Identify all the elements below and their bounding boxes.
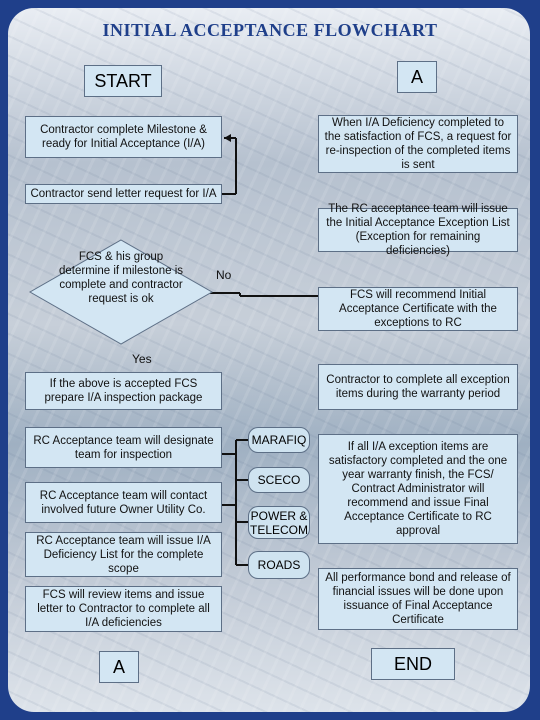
step-reinspection-request: When I/A Deficiency completed to the sat… bbox=[318, 115, 518, 173]
step-contact-utility: RC Acceptance team will contact involved… bbox=[25, 482, 222, 523]
connector-a-top: A bbox=[397, 61, 437, 93]
utility-power-telecom-label: POWER & TELECOM bbox=[249, 508, 308, 537]
step-designate-team: RC Acceptance team will designate team f… bbox=[25, 427, 222, 468]
utility-marafiq-label: MARAFIQ bbox=[251, 433, 307, 447]
decision-diamond bbox=[28, 239, 214, 345]
step-complete-exceptions-text: Contractor to complete all exception ite… bbox=[326, 374, 510, 400]
utility-marafiq: MARAFIQ bbox=[248, 427, 310, 453]
step-send-letter-text: Contractor send letter request for I/A bbox=[30, 188, 217, 200]
step-recommend-certificate-text: FCS will recommend Initial Acceptance Ce… bbox=[339, 289, 497, 329]
no-label: No bbox=[216, 268, 232, 282]
step-review-items-text: FCS will review items and issue letter t… bbox=[37, 589, 210, 629]
step-deficiency-list-text: RC Acceptance team will issue I/A Defici… bbox=[36, 534, 211, 575]
step-inspection-package-text: If the above is accepted FCS prepare I/A… bbox=[44, 378, 203, 404]
utility-roads-label: ROADS bbox=[257, 558, 301, 572]
start-terminal: START bbox=[84, 65, 162, 97]
utility-sceco: SCECO bbox=[248, 467, 310, 493]
end-terminal: END bbox=[371, 648, 455, 680]
step-exception-list: The RC acceptance team will issue the In… bbox=[318, 203, 518, 257]
step-send-letter: Contractor send letter request for I/A bbox=[25, 184, 222, 204]
step-final-acceptance: If all I/A exception items are satisfact… bbox=[318, 434, 518, 544]
connector-a-top-label: A bbox=[410, 66, 423, 87]
step-deficiency-list: RC Acceptance team will issue I/A Defici… bbox=[25, 532, 222, 577]
connector-a-bottom: A bbox=[99, 651, 139, 683]
step-milestone-complete: Contractor complete Milestone & ready fo… bbox=[25, 116, 222, 158]
step-performance-bond-text: All performance bond and release of fina… bbox=[325, 572, 511, 626]
step-exception-list-text: The RC acceptance team will issue the In… bbox=[326, 203, 510, 257]
utility-roads: ROADS bbox=[248, 551, 310, 579]
connector-a-bottom-label: A bbox=[112, 656, 125, 677]
step-contact-utility-text: RC Acceptance team will contact involved… bbox=[39, 489, 208, 516]
step-final-acceptance-text: If all I/A exception items are satisfact… bbox=[328, 441, 508, 537]
step-recommend-certificate: FCS will recommend Initial Acceptance Ce… bbox=[318, 287, 518, 331]
step-performance-bond: All performance bond and release of fina… bbox=[318, 568, 518, 630]
step-designate-team-text: RC Acceptance team will designate team f… bbox=[33, 434, 214, 461]
step-inspection-package: If the above is accepted FCS prepare I/A… bbox=[25, 372, 222, 410]
start-label: START bbox=[94, 70, 152, 91]
page-title: INITIAL ACCEPTANCE FLOWCHART bbox=[102, 20, 438, 40]
step-complete-exceptions: Contractor to complete all exception ite… bbox=[318, 364, 518, 410]
end-label: END bbox=[393, 653, 432, 674]
utility-power-telecom: POWER & TELECOM bbox=[248, 506, 310, 539]
step-review-items: FCS will review items and issue letter t… bbox=[25, 586, 222, 632]
step-reinspection-request-text: When I/A Deficiency completed to the sat… bbox=[324, 117, 512, 171]
yes-label: Yes bbox=[132, 352, 152, 366]
utility-sceco-label: SCECO bbox=[257, 473, 301, 487]
step-milestone-text: Contractor complete Milestone & ready fo… bbox=[40, 124, 207, 150]
decision-text: FCS & his group determine if milestone i… bbox=[59, 251, 183, 305]
